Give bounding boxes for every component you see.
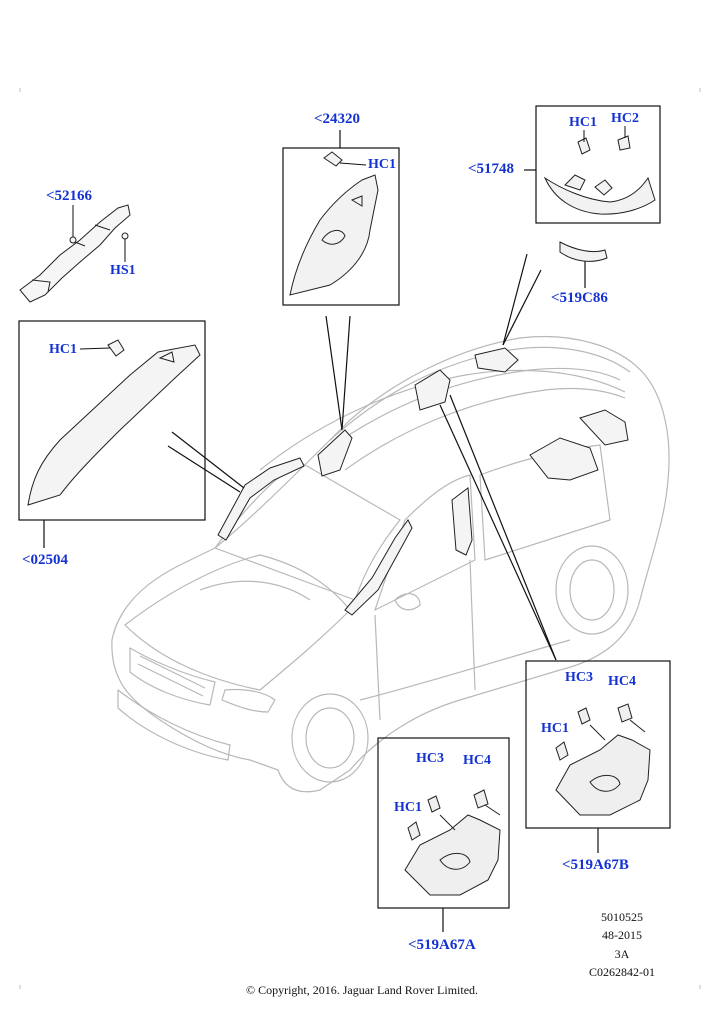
drawing-number: 5010525 xyxy=(601,910,643,924)
part-519c86 xyxy=(559,241,608,262)
hardware-label-hc1-519a67b: HC1 xyxy=(541,721,569,736)
callout-519a67a[interactable]: <519A67A xyxy=(408,937,476,953)
hardware-label-hc1-02504: HC1 xyxy=(49,342,77,357)
callout-24320[interactable]: <24320 xyxy=(314,111,361,127)
hardware-label-hc1-24320: HC1 xyxy=(368,157,396,172)
part-02504 xyxy=(27,339,201,506)
hardware-label-hc3-519a67b: HC3 xyxy=(565,670,593,685)
part-51748 xyxy=(543,135,656,215)
callout-519a67b[interactable]: <519A67B xyxy=(562,857,629,873)
drawing-code: C0262842-01 xyxy=(589,965,655,979)
vehicle-parts xyxy=(217,347,629,616)
hardware-label-hc4-519a67b: HC4 xyxy=(608,674,636,689)
detail-boxes xyxy=(18,105,671,909)
drawing-date: 48-2015 xyxy=(602,928,642,942)
part-52166 xyxy=(19,204,131,303)
hc1-02504-leader xyxy=(79,347,111,350)
hardware-label-hs1: HS1 xyxy=(110,263,136,278)
callout-02504[interactable]: <02504 xyxy=(22,552,69,568)
copyright-notice: © Copyright, 2016. Jaguar Land Rover Lim… xyxy=(245,983,479,997)
drawing-revision: 3A xyxy=(614,947,630,961)
part-519a67a xyxy=(404,789,501,896)
callout-52166[interactable]: <52166 xyxy=(46,188,93,204)
leader-lines xyxy=(43,130,599,932)
hc1-24320-leader xyxy=(339,162,367,166)
hardware-label-hc1-519a67a: HC1 xyxy=(394,800,422,815)
hardware-label-hc1-51748: HC1 xyxy=(569,115,597,130)
hardware-label-hc3-519a67a: HC3 xyxy=(416,751,444,766)
callout-519c86[interactable]: <519C86 xyxy=(551,290,608,306)
hardware-label-hc4-519a67a: HC4 xyxy=(463,753,491,768)
corner-marks xyxy=(19,88,701,989)
hardware-label-hc2-51748: HC2 xyxy=(611,111,639,126)
callout-51748[interactable]: <51748 xyxy=(468,161,515,177)
part-24320 xyxy=(289,151,379,296)
part-519a67b xyxy=(555,703,651,816)
